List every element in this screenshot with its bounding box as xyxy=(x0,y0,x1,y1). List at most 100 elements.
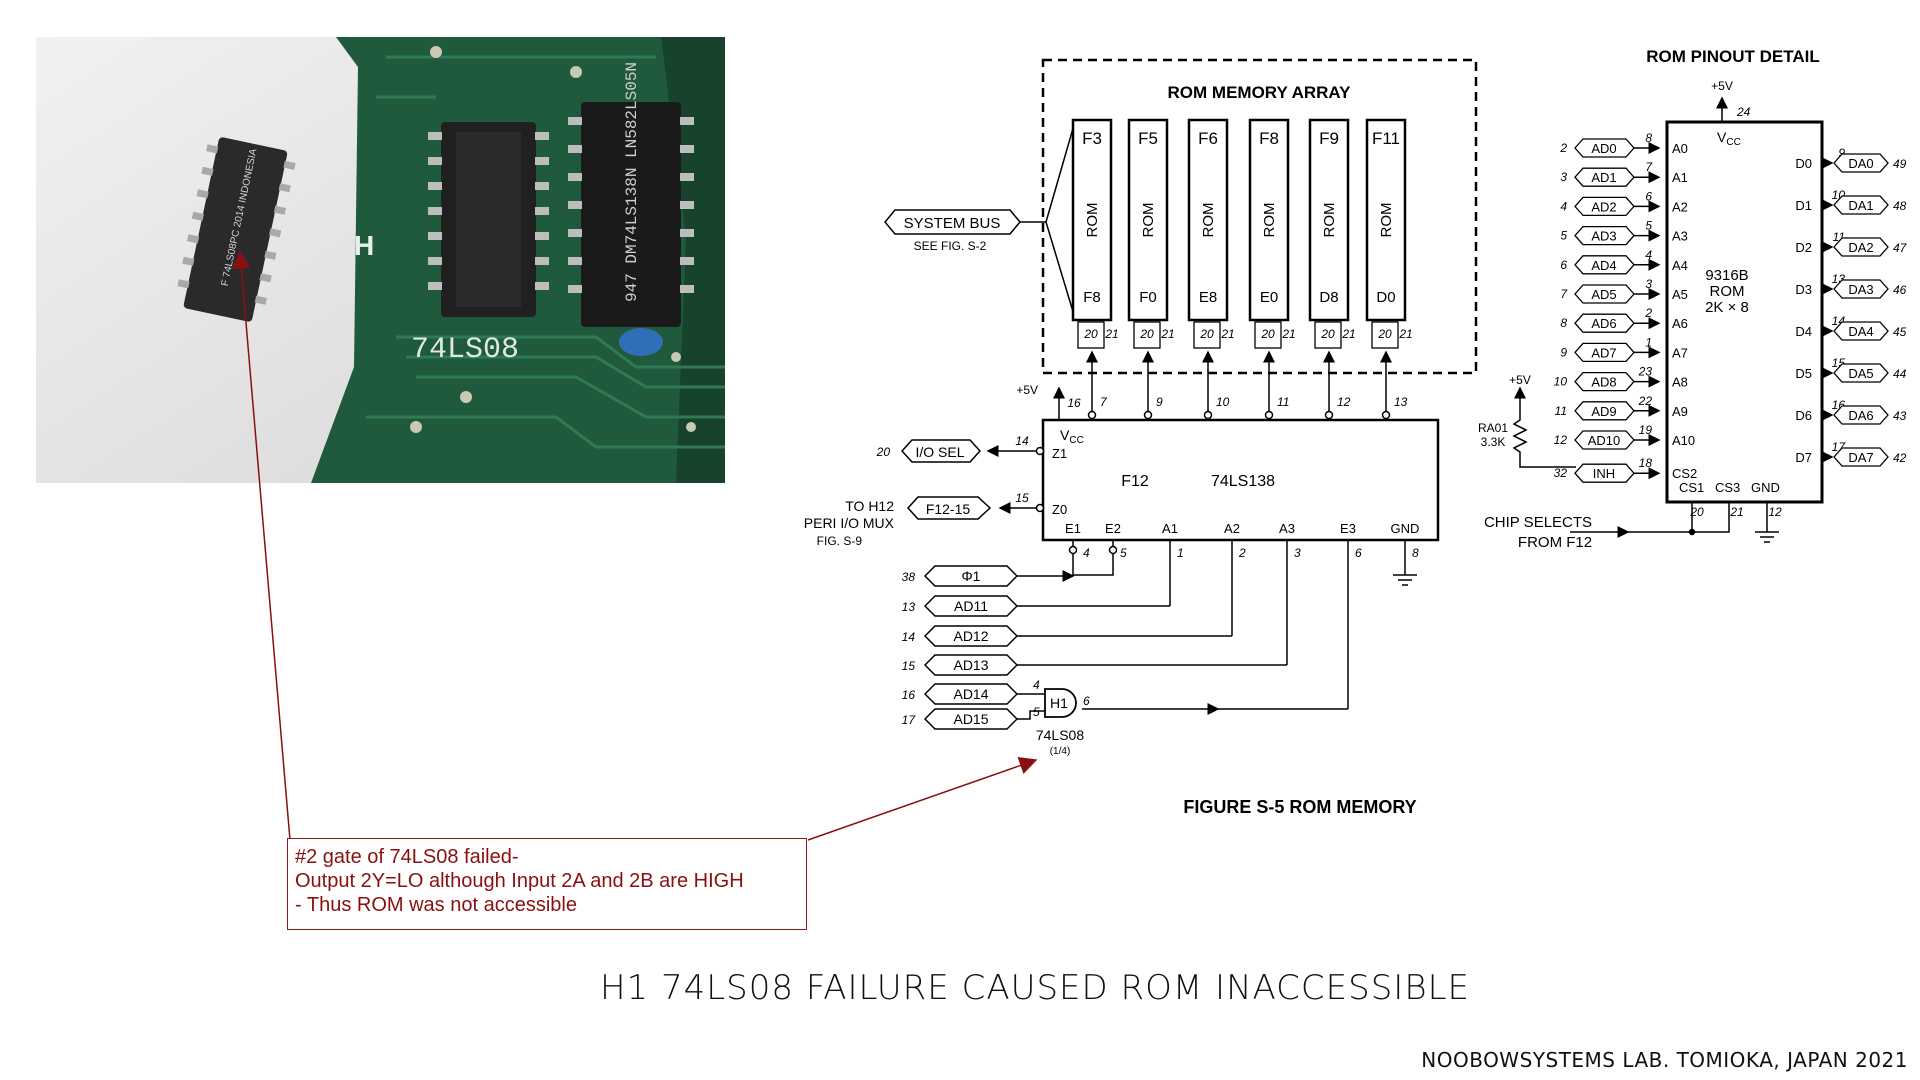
input-tag-label: AD14 xyxy=(953,686,988,702)
addr-ext-pin: 5 xyxy=(1560,229,1567,243)
data-tag-label: DA3 xyxy=(1848,282,1873,297)
data-tag-label: DA2 xyxy=(1848,240,1873,255)
decoder-line-pin: 11 xyxy=(1277,395,1289,409)
pinout-gnd: GND xyxy=(1751,480,1780,495)
rom-chip-pin21: 21 xyxy=(1398,327,1412,341)
addr-ext-pin: 8 xyxy=(1560,316,1567,330)
addr-tag-label: AD5 xyxy=(1591,287,1616,302)
inh-tag-label: INH xyxy=(1593,466,1615,481)
decoder-part: 74LS138 xyxy=(1211,473,1275,490)
addr-rom-pin: 1 xyxy=(1645,335,1652,349)
input-pin-number: 15 xyxy=(902,659,916,673)
input-pin-number: 14 xyxy=(902,630,916,644)
addr-ext-pin: 10 xyxy=(1554,375,1568,389)
input-pin-number: 16 xyxy=(902,688,916,702)
data-tag-label: DA0 xyxy=(1848,156,1873,171)
data-rom-name: D2 xyxy=(1795,240,1812,255)
resistor-ra01 xyxy=(1512,386,1576,468)
credit: NOOBOWSYSTEMS LAB. TOMIOKA, JAPAN 2021 xyxy=(1421,1048,1908,1072)
addr-rom-pin: 23 xyxy=(1638,365,1653,379)
data-ext-pin: 45 xyxy=(1893,325,1907,339)
addr-tag-label: AD9 xyxy=(1591,404,1616,419)
decoder-line-pin: 12 xyxy=(1337,395,1351,409)
addr-tag-label: AD6 xyxy=(1591,316,1616,331)
loose-chip-74ls08: F 74LS08PC 2014 INDONESIA xyxy=(177,137,296,322)
decoder-line-pin: 13 xyxy=(1394,395,1408,409)
data-ext-pin: 44 xyxy=(1893,367,1907,381)
io-sel-tag xyxy=(900,439,982,463)
addr-rom-name: A4 xyxy=(1672,258,1688,273)
rom-chip-mid: ROM xyxy=(1084,203,1101,238)
decoder-line-pin: 9 xyxy=(1156,395,1163,409)
input-tag-label: AD11 xyxy=(954,598,988,614)
f12-15-label: F12-15 xyxy=(926,501,971,517)
addr-rom-pin: 3 xyxy=(1645,277,1652,291)
data-ext-pin: 43 xyxy=(1893,409,1907,423)
addr-ext-pin: 3 xyxy=(1560,170,1567,184)
pinout-vcc-sub: CC xyxy=(1726,137,1740,148)
resistor-supply: +5V xyxy=(1509,373,1531,387)
system-bus-ref: SEE FIG. S-2 xyxy=(914,239,987,253)
resistor-value: 3.3K xyxy=(1481,435,1506,449)
decoder-a1: A1 xyxy=(1162,521,1178,536)
rom-chip-f8 xyxy=(1248,118,1290,322)
pointer-to-gate xyxy=(807,756,1038,841)
annotation-line-3: - Thus ROM was not accessible xyxy=(295,894,577,916)
rom-chip-bot: F8 xyxy=(1083,289,1101,306)
decoder-a3: A3 xyxy=(1279,521,1295,536)
addr-rom-name: A5 xyxy=(1672,287,1688,302)
system-bus-label: SYSTEM BUS xyxy=(904,215,1001,232)
rom-chip-bot: D8 xyxy=(1319,289,1338,306)
addr-rom-pin: 7 xyxy=(1645,160,1653,174)
addr-rom-pin: 4 xyxy=(1645,248,1652,262)
addr-rom-pin: 5 xyxy=(1645,219,1652,233)
data-ext-pin: 48 xyxy=(1893,199,1907,213)
data-tag xyxy=(1833,153,1889,173)
decoder-pin-gnd: 8 xyxy=(1412,546,1419,560)
addr-tag-label: AD8 xyxy=(1591,375,1616,390)
rom-chip-pin20: 20 xyxy=(1199,327,1214,341)
rom-chip-pin21: 21 xyxy=(1341,327,1355,341)
addr-rom-pin: 18 xyxy=(1639,456,1653,470)
rom-chip-pin20: 20 xyxy=(1377,327,1392,341)
rom-chip-bot: D0 xyxy=(1376,289,1395,306)
rom-chip-f9 xyxy=(1308,118,1350,322)
pinout-vcc: VCC xyxy=(1717,129,1741,148)
addr-tag-label: AD0 xyxy=(1591,141,1616,156)
decoder-line-pin: 7 xyxy=(1100,395,1108,409)
figure-caption: FIGURE S-5 ROM MEMORY xyxy=(1183,797,1416,817)
pcb-photo: H 74LS08 947 DM74LS138N LN582LS05N xyxy=(36,37,725,483)
addr-rom-name: A3 xyxy=(1672,229,1688,244)
decoder-pin-a1: 1 xyxy=(1177,546,1184,560)
rom-chip-cs-box xyxy=(1371,321,1399,349)
rom-chip-pin21: 21 xyxy=(1104,327,1118,341)
pinout-vcc-v: V xyxy=(1717,129,1727,145)
input-tag-label: Φ1 xyxy=(962,568,981,584)
input-tag-label: AD15 xyxy=(953,711,988,727)
and-gate-pin-out: 6 xyxy=(1083,694,1090,708)
data-rom-name: D1 xyxy=(1795,198,1812,213)
blue-capacitor xyxy=(619,328,663,356)
data-rom-pin: 9 xyxy=(1838,146,1845,160)
addr-ext-pin: 11 xyxy=(1555,404,1567,418)
rom-chip-mid: ROM xyxy=(1200,203,1217,238)
addr-ext-pin: 9 xyxy=(1560,345,1567,359)
decoder-z1: Z1 xyxy=(1052,446,1067,461)
rom-chip-mid: ROM xyxy=(1321,203,1338,238)
rom-chip-f6 xyxy=(1187,118,1229,322)
rom-chip-f11 xyxy=(1365,118,1407,322)
rom-chip-top: F5 xyxy=(1138,129,1158,148)
input-pin-number: 38 xyxy=(902,570,916,584)
addr-rom-name: A6 xyxy=(1672,316,1688,331)
data-tag-label: DA1 xyxy=(1848,198,1873,213)
addr-rom-pin: 2 xyxy=(1644,306,1652,320)
pcb-silk-label: 74LS08 xyxy=(411,333,519,367)
decoder-e3: E3 xyxy=(1340,521,1356,536)
decoder-pin-a3: 3 xyxy=(1294,546,1301,560)
and-gate-part: 74LS08 xyxy=(1036,727,1084,743)
addr-rom-pin: 19 xyxy=(1639,423,1653,437)
addr-rom-name: A10 xyxy=(1672,433,1695,448)
pinout-chip-1: ROM xyxy=(1710,283,1745,300)
decoder-line-pin: 10 xyxy=(1216,395,1230,409)
